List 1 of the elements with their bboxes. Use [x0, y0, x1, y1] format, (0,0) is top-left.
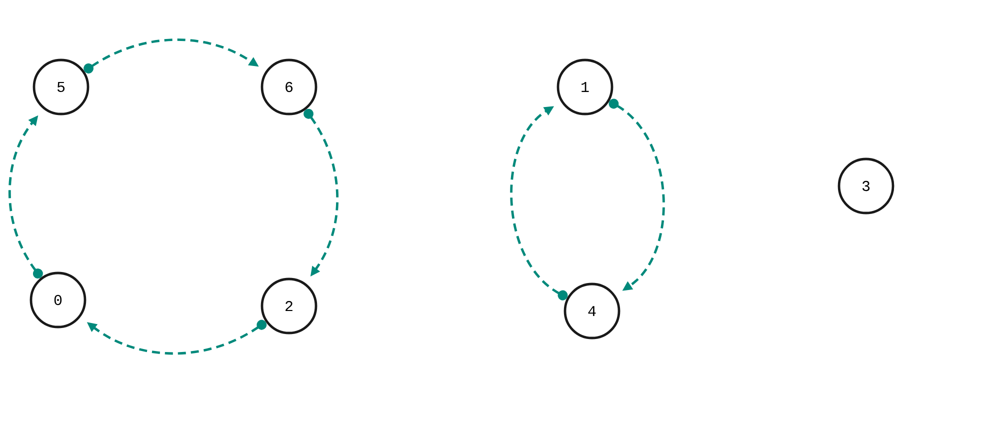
- arrow: [510, 106, 568, 300]
